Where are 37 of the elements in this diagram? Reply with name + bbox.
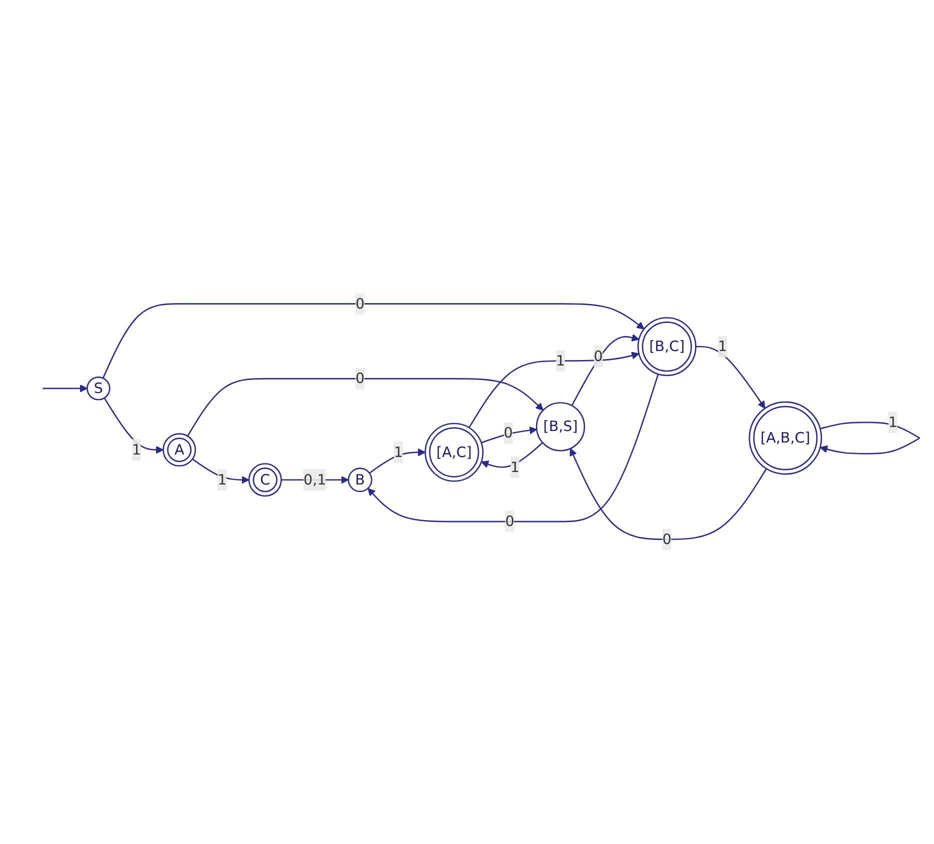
arrow bbox=[468, 352, 640, 428]
node-circle: [B,C] bbox=[637, 318, 696, 377]
node-circle: [B,S] bbox=[536, 402, 586, 452]
edge-label: 0 bbox=[356, 295, 365, 312]
edge-label: 0 bbox=[594, 348, 603, 365]
edge-label: 1 bbox=[132, 441, 142, 458]
edge-label: 1 bbox=[218, 471, 227, 488]
arrow bbox=[481, 426, 538, 444]
arrow bbox=[192, 458, 250, 484]
arrow bbox=[368, 374, 659, 523]
edge-label: 1 bbox=[510, 458, 520, 476]
edge-label: 1 bbox=[394, 444, 404, 461]
arrow bbox=[369, 448, 426, 474]
arrow bbox=[570, 448, 768, 540]
edge-label: 1 bbox=[556, 352, 566, 370]
arrow bbox=[104, 398, 164, 454]
edge-label: 0 bbox=[662, 530, 672, 548]
arrow bbox=[102, 304, 644, 379]
arrow bbox=[187, 378, 544, 437]
edge-label: 0 bbox=[505, 513, 514, 530]
node-circle: [A,C] bbox=[424, 423, 484, 482]
node-circle: [A,B,C] bbox=[748, 402, 822, 476]
node-circle: C bbox=[248, 463, 282, 498]
arrow bbox=[480, 442, 544, 468]
edge-label: 1 bbox=[888, 414, 898, 431]
edge-label: 1 bbox=[718, 338, 728, 356]
edge-label: 0 bbox=[356, 370, 365, 388]
edge-label: 0,1 bbox=[304, 471, 326, 488]
node-circle: S bbox=[86, 376, 110, 401]
arrow bbox=[696, 346, 766, 410]
arrow bbox=[571, 334, 640, 406]
node-circle: A bbox=[162, 434, 196, 467]
node-circle: B bbox=[348, 468, 372, 493]
arrow bbox=[42, 384, 88, 393]
arrow bbox=[281, 476, 349, 484]
arrow bbox=[820, 422, 920, 455]
edge-label: 0 bbox=[504, 424, 513, 442]
